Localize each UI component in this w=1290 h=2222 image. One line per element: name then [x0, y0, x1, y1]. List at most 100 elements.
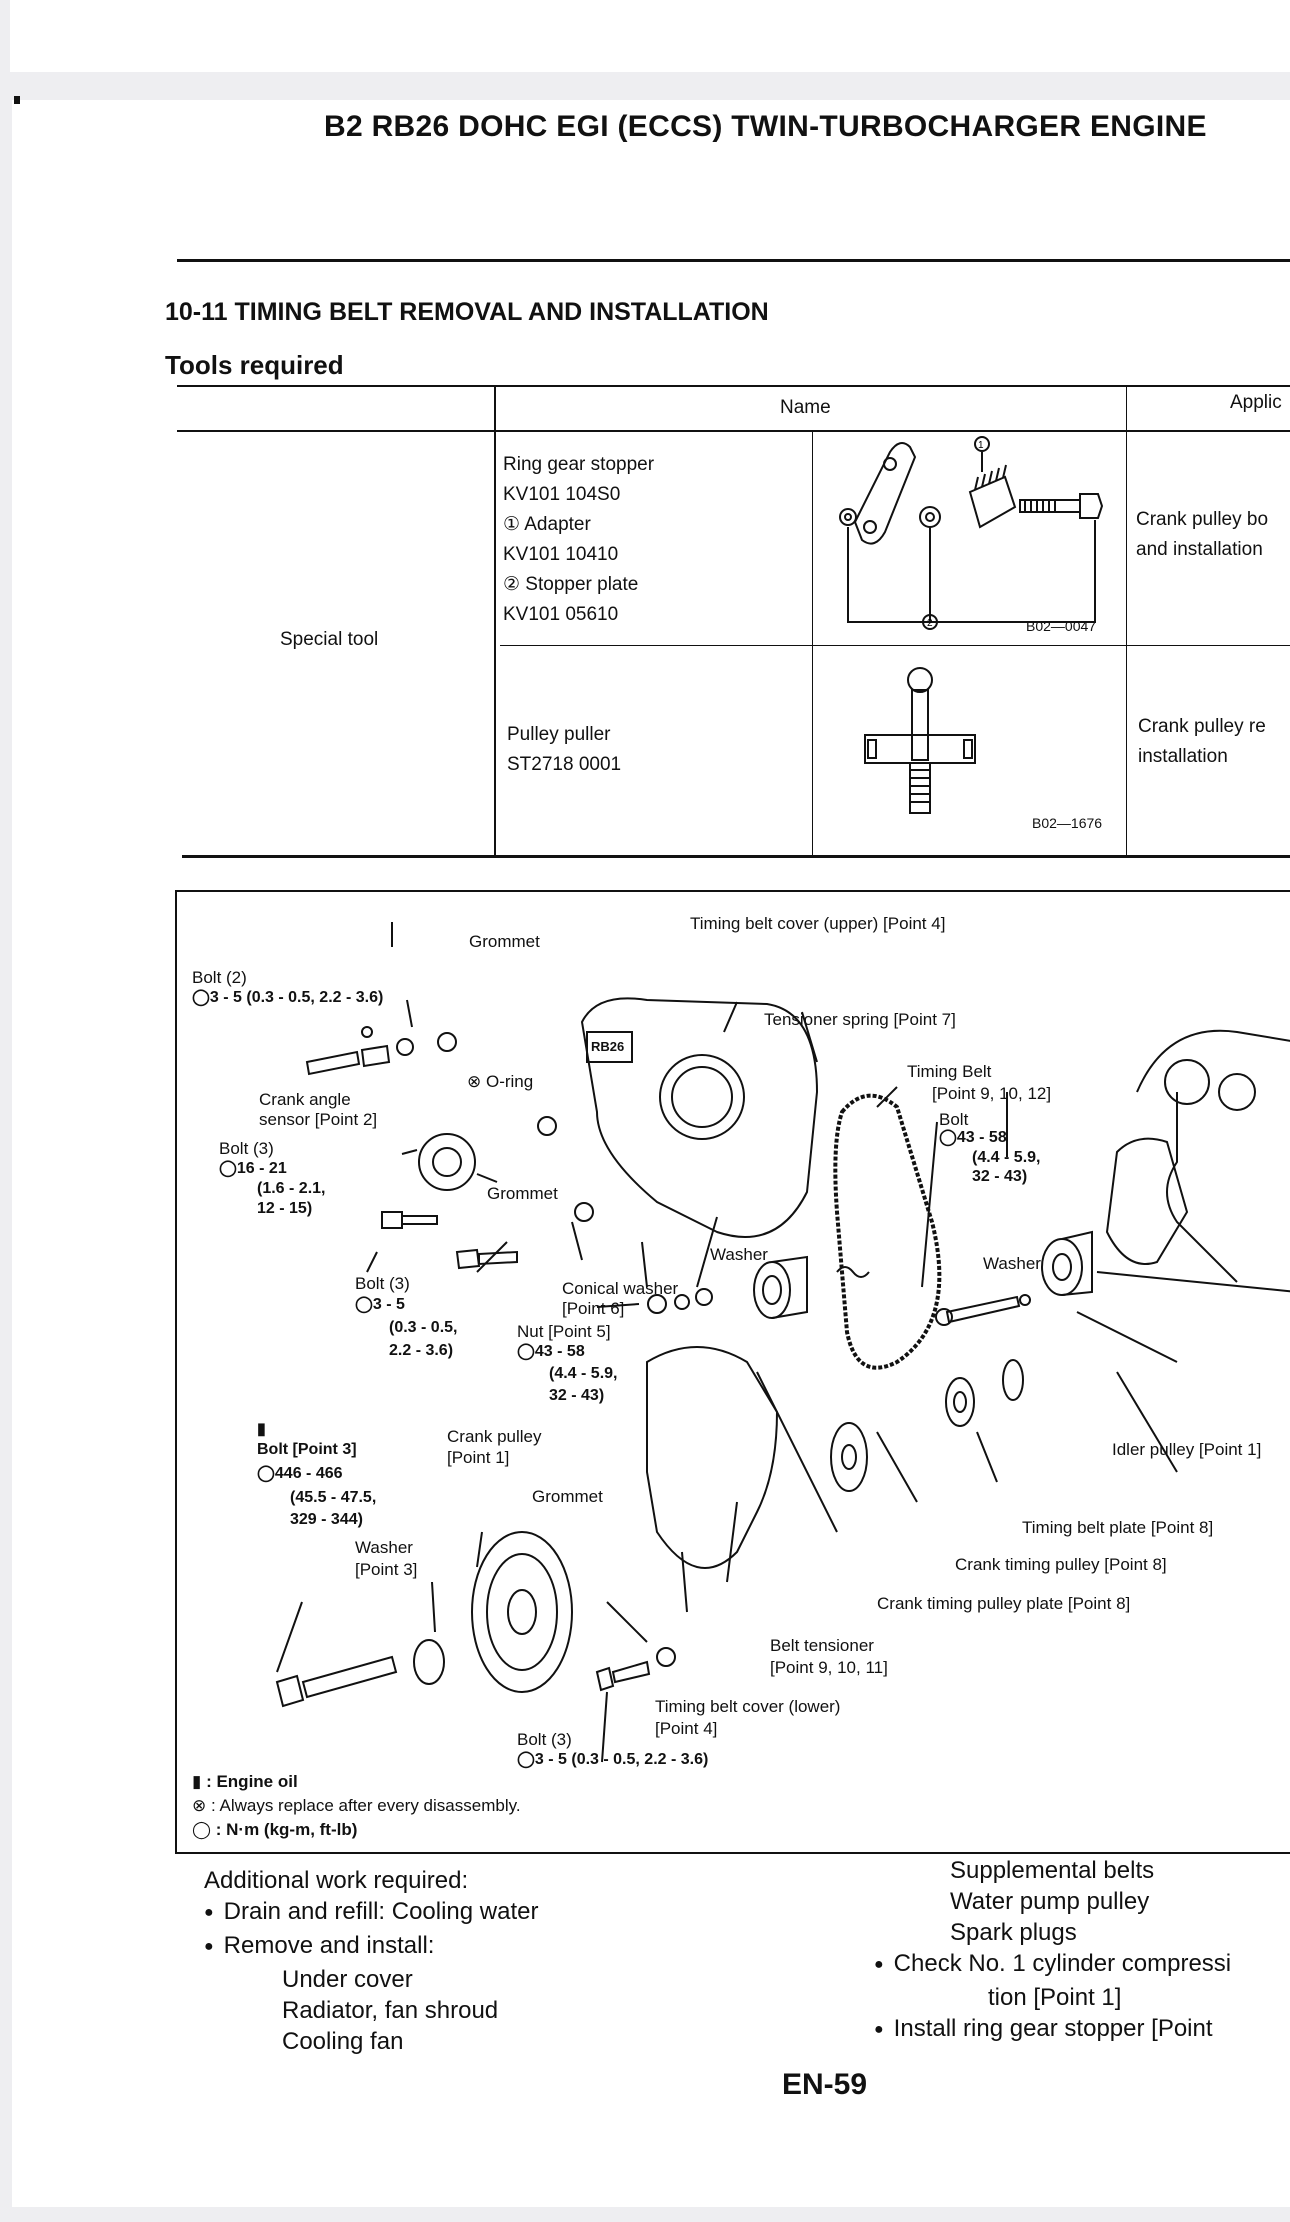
tool-image-id: B02—0047	[1026, 618, 1097, 634]
additional-work-heading: Additional work required:	[204, 1867, 469, 1894]
legend-torque: ◯ : N·m (kg-m, ft-lb)	[192, 1820, 357, 1840]
torque-value: 3 - 5	[372, 1296, 405, 1313]
torque-value: 43 - 58	[956, 1129, 1007, 1146]
label-bolt-right: Bolt	[939, 1110, 969, 1129]
bullet-remove-install: Remove and install:	[204, 1930, 538, 1964]
cover-logo-box	[586, 1031, 633, 1063]
sub-item: Cooling fan	[282, 2028, 404, 2055]
label-crank-timing-pulley-plate: Crank timing pulley plate [Point 8]	[877, 1594, 1131, 1613]
oring-text: O-ring	[485, 1072, 534, 1091]
label-timing-cover-lower-2: [Point 4]	[655, 1719, 718, 1738]
svg-text:2: 2	[927, 618, 933, 629]
label-bolt3-a-torque-2: (1.6 - 2.1,	[257, 1180, 326, 1197]
label-crank-pulley-1: Crank pulley	[447, 1427, 542, 1446]
label-nut-torque-1: ◯43 - 58	[517, 1342, 585, 1362]
additional-work-right: Supplemental belts Water pump pulley Spa…	[874, 1855, 1231, 2047]
legend-replace: ⊗ : Always replace after every disassemb…	[192, 1796, 521, 1816]
diagram-drawing	[275, 922, 1290, 1763]
tool-name-pulley-puller: Pulley puller ST2718 0001	[507, 720, 621, 780]
label-bolt2: Bolt (2)	[192, 968, 247, 987]
section-title: 10-11 TIMING BELT REMOVAL AND INSTALLATI…	[165, 298, 769, 326]
col-application-header: Applic	[1230, 392, 1282, 413]
torque-value: 16 - 21	[236, 1160, 287, 1177]
table-col-rule	[494, 385, 496, 855]
header-rule	[177, 259, 1290, 262]
tool-name-ring-gear-stopper: Ring gear stopper KV101 104S0 ① Adapter …	[503, 450, 654, 630]
application-line: installation	[1138, 746, 1228, 767]
tool-name-line: ST2718 0001	[507, 754, 622, 775]
tool-name-line: Ring gear stopper	[503, 454, 655, 475]
torque-value: 446 - 466	[274, 1465, 343, 1482]
label-nut: Nut [Point 5]	[517, 1322, 611, 1341]
label-bolt3-b-torque-1: ◯3 - 5	[355, 1295, 405, 1315]
label-nut-torque-3: 32 - 43)	[549, 1387, 605, 1404]
label-bolt-point3-torque-2: (45.5 - 47.5,	[290, 1489, 377, 1506]
torque-icon: ◯	[192, 1820, 216, 1839]
label-bolt3-a: Bolt (3)	[219, 1139, 274, 1158]
torque-icon: ◯	[257, 1465, 275, 1482]
label-timing-cover-upper: Timing belt cover (upper) [Point 4]	[690, 914, 946, 933]
timing-cover-upper-shape	[580, 997, 819, 1238]
pulley-puller-illustration	[864, 667, 976, 814]
label-washer-mid: Washer	[710, 1245, 768, 1264]
torque-icon: ◯	[939, 1129, 957, 1146]
label-tensioner-spring: Tensioner spring [Point 7]	[764, 1010, 956, 1029]
engine-header-title: B2 RB26 DOHC EGI (ECCS) TWIN-TURBOCHARGE…	[324, 110, 1207, 143]
label-grommet-low: Grommet	[532, 1487, 603, 1506]
torque-icon: ◯	[517, 1343, 535, 1360]
label-bolt3-c-torque: ◯3 - 5 (0.3 - 0.5, 2.2 - 3.6)	[517, 1750, 708, 1770]
legend-text: : Always replace after every disassembly…	[210, 1796, 521, 1815]
table-bottom-rule	[182, 855, 1290, 858]
page-edge-mark	[14, 96, 20, 104]
table-col-rule-app	[1126, 385, 1127, 855]
label-conical-washer-1: Conical washer	[562, 1279, 679, 1298]
table-col-rule-img	[812, 430, 813, 855]
torque-icon: ◯	[219, 1160, 237, 1177]
additional-work-left: Additional work required: Drain and refi…	[204, 1865, 538, 2057]
bullet-drain-refill: Drain and refill: Cooling water	[204, 1896, 539, 1930]
bullet-check-compression: Check No. 1 cylinder compressi	[874, 1948, 1231, 1982]
label-crank-angle-sensor-2: sensor [Point 2]	[259, 1110, 378, 1129]
cover-logo-text: RB26	[591, 1039, 625, 1054]
sub-item: Supplemental belts	[950, 1857, 1155, 1884]
label-washer-right: Washer	[983, 1254, 1041, 1273]
ring-gear-stopper-illustration: 1 2	[839, 436, 1104, 630]
tool-name-line: KV101 05610	[503, 604, 619, 625]
tools-required-title: Tools required	[165, 350, 344, 380]
tool-name-line: KV101 10410	[503, 544, 619, 565]
label-belt-tensioner-2: [Point 9, 10, 11]	[770, 1658, 888, 1677]
tool-name-line: ② Stopper plate	[503, 574, 639, 595]
legend-engine-oil: ▮ : Engine oil	[192, 1772, 298, 1792]
label-bolt3-b-torque-2: (0.3 - 0.5,	[389, 1319, 458, 1336]
bullet-continuation: tion [Point 1]	[988, 1984, 1122, 2011]
exploded-diagram: Grommet Bolt (2) ◯3 - 5 (0.3 - 0.5, 2.2 …	[175, 890, 1290, 1854]
label-crank-angle-sensor-1: Crank angle	[259, 1090, 351, 1109]
label-crank-pulley-2: [Point 1]	[447, 1448, 510, 1467]
label-bolt-right-torque-3: 32 - 43)	[972, 1168, 1028, 1185]
replace-icon: ⊗	[467, 1072, 486, 1091]
sub-item: Radiator, fan shroud	[282, 1997, 499, 2024]
page-number: EN-59	[782, 2068, 868, 2101]
table-header-rule	[177, 430, 1290, 432]
torque-icon: ◯	[517, 1751, 535, 1768]
label-timing-belt-1: Timing Belt	[907, 1062, 992, 1081]
label-timing-belt-plate: Timing belt plate [Point 8]	[1022, 1518, 1214, 1537]
sub-item: Spark plugs	[950, 1919, 1077, 1946]
svg-text:1: 1	[978, 440, 984, 451]
label-idler-pulley: Idler pulley [Point 1]	[1112, 1440, 1262, 1459]
sub-item: Water pump pulley	[950, 1888, 1150, 1915]
legend-text: : Engine oil	[206, 1772, 298, 1791]
tool-application-pulley-puller: Crank pulley re installation	[1138, 712, 1266, 772]
tool-image-id: B02—1676	[1032, 815, 1103, 831]
label-bolt-point3-torque-3: 329 - 344)	[290, 1511, 363, 1528]
torque-value: 3 - 5 (0.3 - 0.5, 2.2 - 3.6)	[534, 1751, 709, 1768]
tool-name-line: KV101 104S0	[503, 484, 621, 505]
tool-application-ring-gear: Crank pulley bo and installation	[1136, 505, 1268, 565]
label-bolt3-b: Bolt (3)	[355, 1274, 410, 1293]
torque-icon: ◯	[355, 1296, 373, 1313]
label-bolt3-a-torque-3: 12 - 15)	[257, 1200, 313, 1217]
label-grommet-top: Grommet	[469, 932, 540, 951]
label-bolt-point3-torque-1: ◯446 - 466	[257, 1464, 343, 1484]
tool-name-line: ① Adapter	[503, 514, 591, 535]
legend-text: : N·m (kg-m, ft-lb)	[215, 1820, 358, 1839]
